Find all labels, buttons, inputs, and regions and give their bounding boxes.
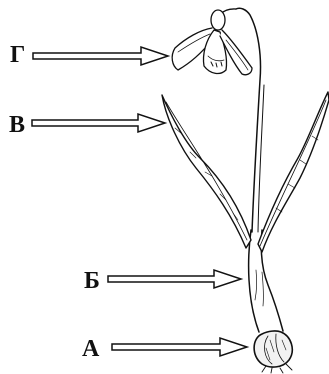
label-b: Б [84, 269, 100, 293]
sheath [249, 230, 283, 332]
label-a: А [82, 337, 99, 361]
label-v: В [9, 113, 25, 137]
arrow-g [33, 47, 168, 65]
left-leaf [162, 95, 251, 248]
arrow-v [32, 114, 165, 132]
label-g: Г [10, 43, 25, 67]
bulb [254, 331, 292, 373]
snowdrop-plant [162, 8, 329, 373]
right-leaf [258, 92, 329, 252]
flower [172, 9, 252, 75]
arrow-b [108, 270, 241, 288]
stem [236, 8, 264, 232]
arrow-a [112, 338, 247, 356]
